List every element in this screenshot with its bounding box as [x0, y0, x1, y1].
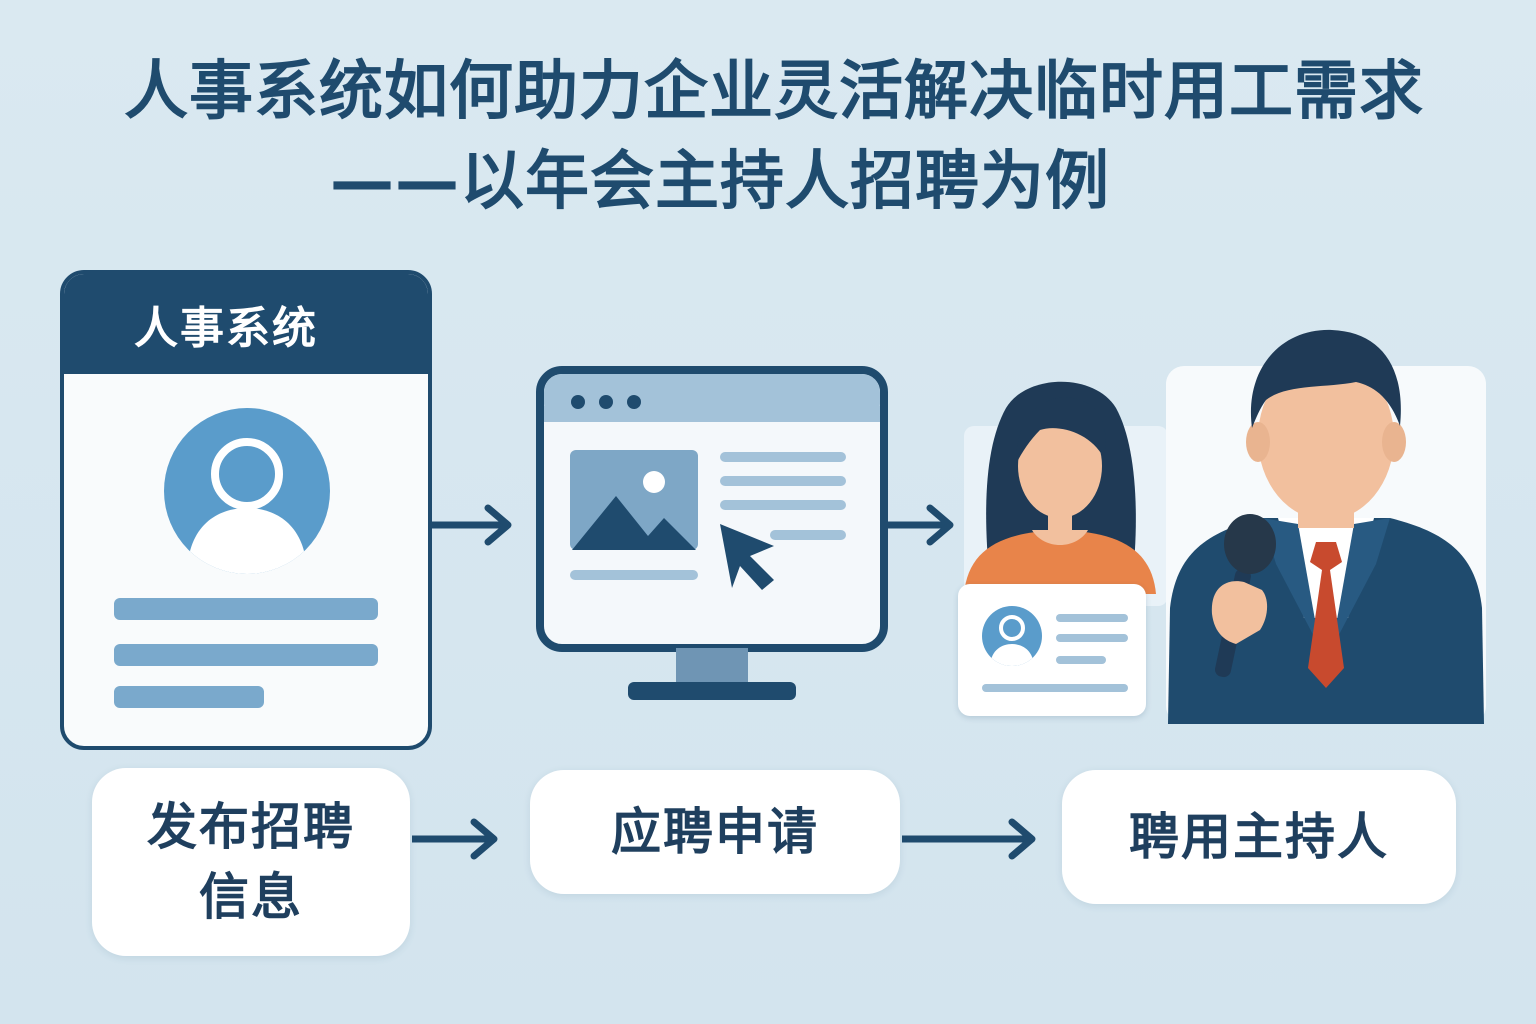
resume-card-icon	[958, 584, 1146, 716]
user-avatar-icon	[164, 408, 330, 574]
woman-applicant-icon	[964, 381, 1156, 594]
computer-monitor-icon	[536, 366, 888, 700]
resume-card-graphic	[982, 606, 1128, 692]
text-line-placeholder	[114, 686, 264, 708]
step-hire-host: 聘用主持人	[1062, 770, 1456, 904]
step-apply: 应聘申请	[530, 770, 900, 894]
arrow-right-icon	[888, 504, 954, 546]
arrow-right-icon	[902, 818, 1036, 860]
host-with-microphone-icon	[1168, 329, 1484, 724]
page-subtitle: ——以年会主持人招聘为例	[330, 145, 1110, 219]
image-icon	[570, 450, 698, 550]
cursor-icon	[720, 524, 774, 590]
step-publish-job: 发布招聘信息	[92, 768, 410, 956]
page-title: 人事系统如何助力企业灵活解决临时用工需求	[124, 55, 1424, 129]
step-label: 发布招聘信息	[147, 798, 355, 926]
arrow-right-icon	[428, 504, 512, 546]
step-label: 聘用主持人	[1129, 808, 1389, 866]
text-line-placeholder	[114, 598, 378, 620]
arrow-right-icon	[412, 818, 498, 860]
hr-system-card: 人事系统	[60, 270, 432, 750]
step-label: 应聘申请	[611, 803, 819, 861]
hr-system-label: 人事系统	[134, 303, 318, 354]
hr-system-header: 人事系统	[64, 274, 428, 374]
text-line-placeholder	[114, 644, 378, 666]
